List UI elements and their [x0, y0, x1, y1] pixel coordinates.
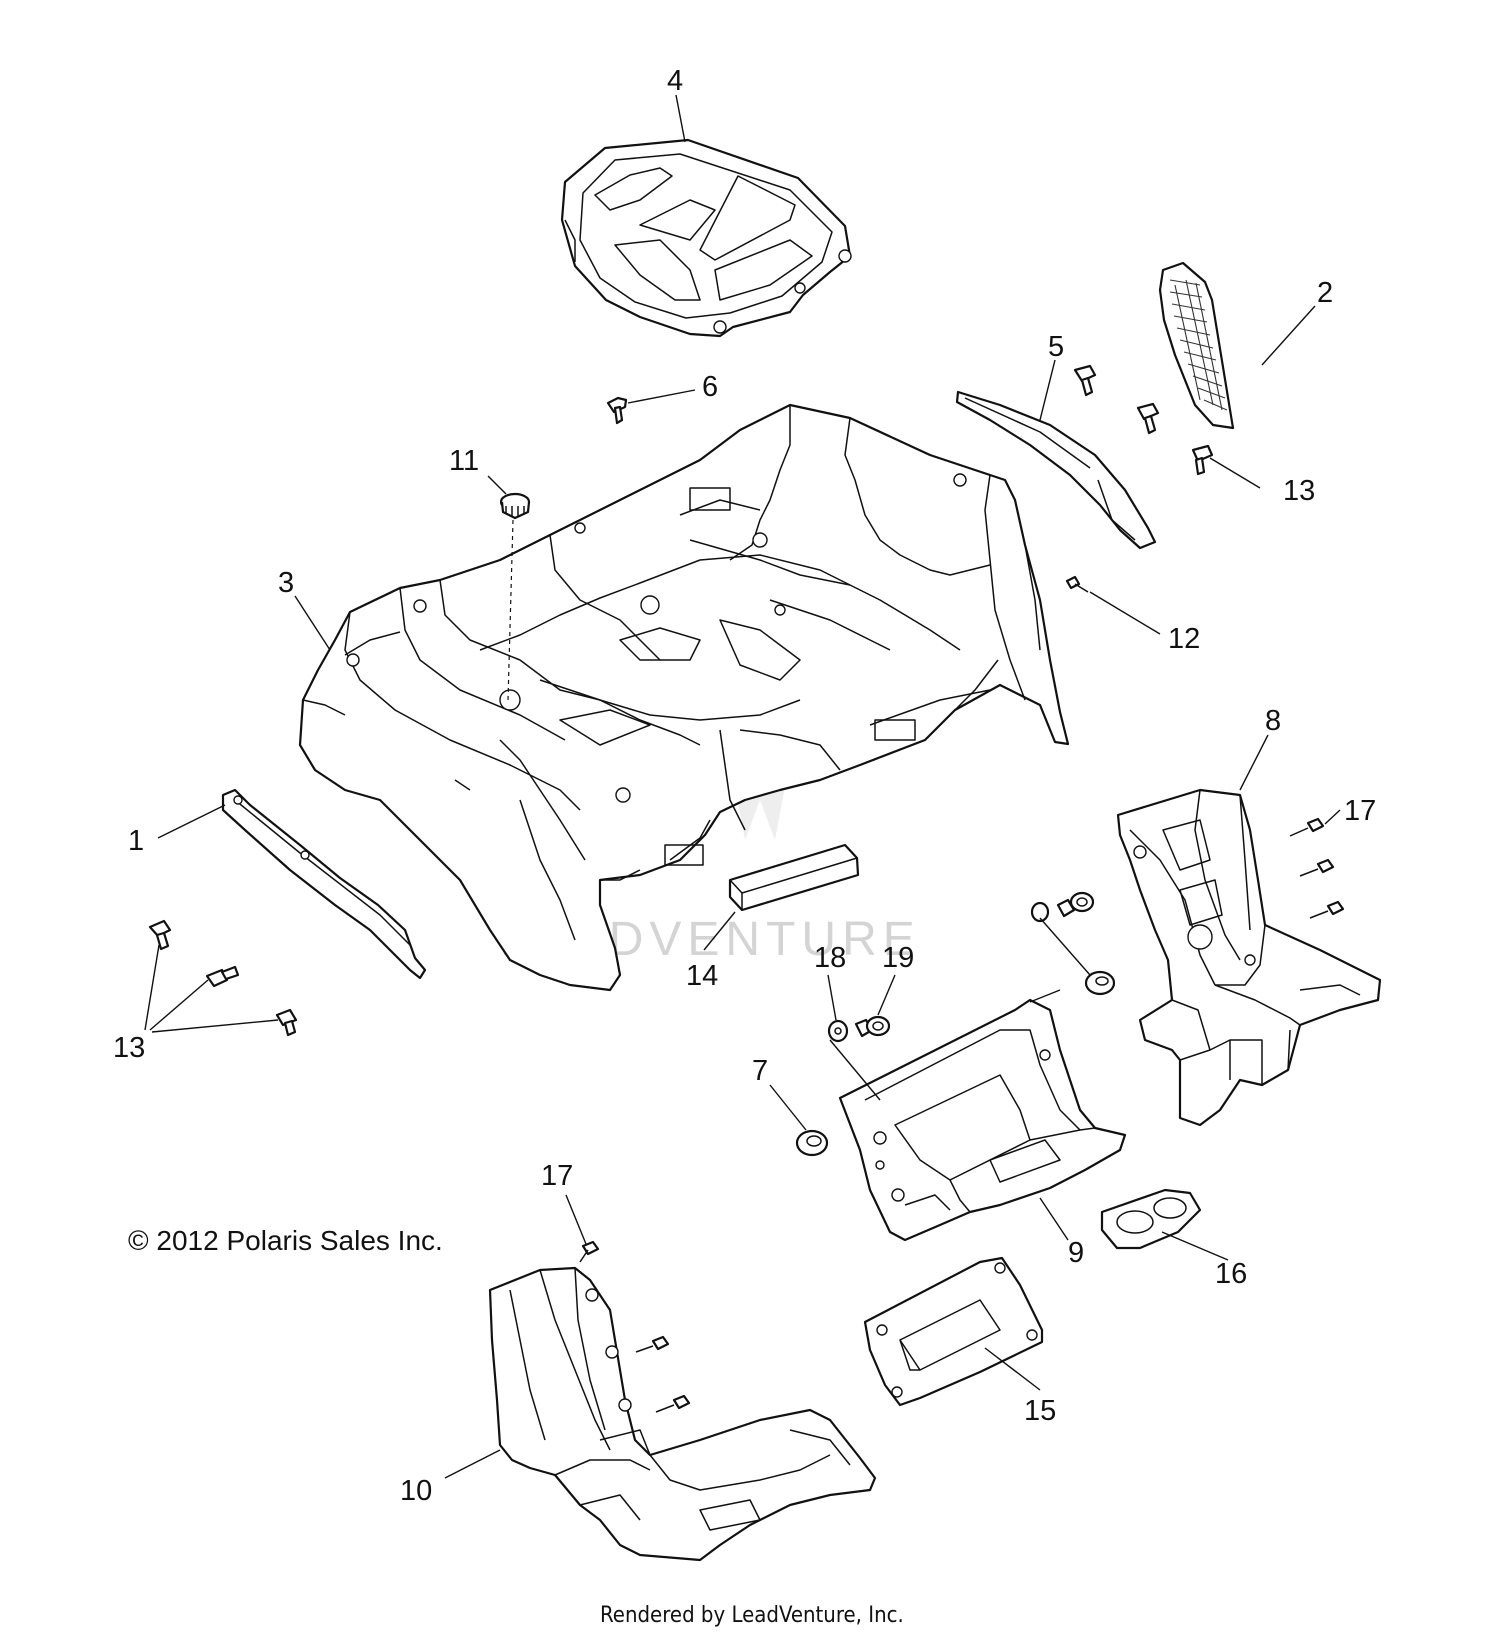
part-13-fastener-upper-c[interactable]	[1191, 444, 1214, 476]
part-14-foam-block[interactable]	[728, 843, 860, 912]
part-grommet-upper[interactable]	[1084, 970, 1116, 996]
part-5-trim-strip[interactable]	[955, 390, 1157, 550]
part-17-bolt-right-b[interactable]	[1299, 858, 1335, 877]
callout-17-right: 17	[1344, 795, 1376, 827]
part-18-washer[interactable]	[827, 1019, 849, 1043]
part-17-bolt-right-c[interactable]	[1309, 900, 1345, 919]
callout-13-upper: 13	[1283, 475, 1315, 507]
part-9-storage-tray[interactable]	[838, 998, 1127, 1242]
callout-1: 1	[128, 825, 144, 857]
callout-13-lower: 13	[113, 1032, 145, 1064]
part-6-screw[interactable]	[606, 396, 628, 425]
part-13-fastener-upper-b[interactable]	[1136, 402, 1160, 435]
part-17-bolt-left-b[interactable]	[635, 1335, 670, 1353]
callout-15: 15	[1024, 1395, 1056, 1427]
part-11-grommet[interactable]	[499, 492, 531, 520]
part-17-bolt-left-c[interactable]	[655, 1394, 691, 1413]
callout-5: 5	[1048, 331, 1064, 363]
copyright-text: © 2012 Polaris Sales Inc.	[128, 1225, 443, 1256]
callout-3: 3	[278, 567, 294, 599]
part-13-fastener-lower-a[interactable]	[148, 919, 172, 951]
part-10-footwell-panel[interactable]	[488, 1266, 877, 1562]
callout-2: 2	[1317, 277, 1333, 309]
callout-10: 10	[400, 1475, 432, 1507]
part-17-bolt-left-a[interactable]	[579, 1240, 600, 1263]
part-8-storage-box[interactable]	[1116, 788, 1382, 1127]
part-washer-upper[interactable]	[1030, 901, 1050, 923]
callout-14: 14	[686, 960, 718, 992]
part-1-side-brace[interactable]	[221, 788, 427, 980]
part-13-fastener-lower-c[interactable]	[275, 1008, 298, 1037]
part-15-tray-mat[interactable]	[863, 1256, 1044, 1407]
part-4-cargo-mat[interactable]	[560, 138, 852, 338]
callout-18: 18	[814, 942, 846, 974]
callout-17-left: 17	[541, 1160, 573, 1192]
part-2-grille[interactable]	[1158, 261, 1235, 430]
callout-9: 9	[1068, 1237, 1084, 1269]
callout-19: 19	[882, 942, 914, 974]
callout-6: 6	[702, 371, 718, 403]
part-3-cargo-box[interactable]	[298, 403, 1070, 992]
part-12-screw[interactable]	[1065, 575, 1089, 593]
leader-lines	[144, 94, 1341, 1479]
part-13-fastener-upper-a[interactable]	[1073, 364, 1097, 397]
callout-16: 16	[1215, 1258, 1247, 1290]
part-7-grommet[interactable]	[795, 1129, 829, 1157]
callout-11: 11	[449, 445, 479, 477]
part-16-cup-holder[interactable]	[1100, 1188, 1202, 1250]
callout-7: 7	[752, 1055, 768, 1087]
callout-12: 12	[1168, 623, 1200, 655]
footer-text: Rendered by LeadVenture, Inc.	[600, 1603, 904, 1628]
part-19-nut[interactable]	[854, 1015, 891, 1038]
callout-8: 8	[1265, 705, 1281, 737]
callout-4: 4	[667, 65, 683, 97]
part-13-fastener-lower-b[interactable]	[205, 965, 240, 988]
part-17-bolt-right-a[interactable]	[1289, 817, 1325, 837]
part-nut-upper[interactable]	[1056, 891, 1095, 918]
